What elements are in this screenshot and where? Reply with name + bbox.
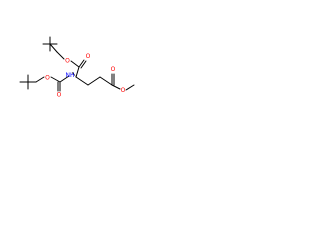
- bond: [49, 43, 58, 53]
- atom-label-ester-oxygen: O: [65, 58, 70, 65]
- bond: [75, 66, 80, 78]
- bond: [56, 51, 65, 60]
- atom-label-boc-carbonyl-oxygen: O: [57, 92, 62, 99]
- bond: [99, 76, 113, 86]
- boc-group: [19, 74, 70, 92]
- bond: [78, 59, 85, 68]
- atom-label-boc-ester-oxygen: O: [45, 75, 50, 82]
- bond: [35, 76, 45, 83]
- atom-label-carbonyl-oxygen: O: [86, 53, 91, 60]
- bond: [87, 76, 101, 86]
- bond: [75, 76, 89, 86]
- bond: [80, 60, 87, 69]
- chemical-structure-diagram: O O NH O O O O: [19, 36, 135, 99]
- atom-label-methyl-ester-oxygen: O: [121, 87, 126, 94]
- bond: [125, 84, 135, 91]
- stereo-wedge-bond: [72, 72, 76, 77]
- atom-label-nh: NH: [66, 72, 75, 79]
- bond: [59, 75, 70, 83]
- alpha-carbon-group: [72, 66, 80, 78]
- tert-butyl-ester-group: [42, 36, 87, 69]
- bond: [70, 60, 80, 68]
- bond: [111, 84, 121, 90]
- side-chain-group: [75, 73, 135, 91]
- bond: [50, 76, 61, 83]
- atom-label-methyl-ester-carbonyl-oxygen: O: [111, 66, 116, 73]
